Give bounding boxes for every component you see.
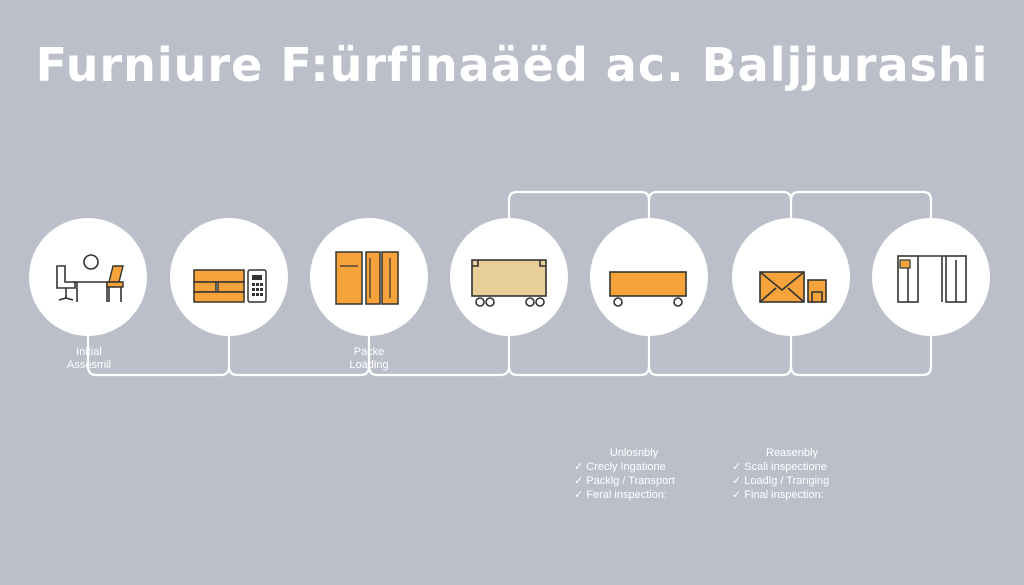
checklist-item: ✓ Crecly Ingatione — [574, 461, 666, 473]
label-packing-loading: Packe Loading — [324, 346, 414, 372]
checklist-heading: Reasenbly — [766, 447, 818, 459]
checklist-item: ✓ Scali inspectione — [732, 461, 827, 473]
step-cabinets — [170, 218, 288, 336]
step-assembly — [872, 218, 990, 336]
checklist-unassembly: Unlosnbly ✓ Crecly Ingatione ✓ Packlg / … — [574, 446, 694, 502]
checklist-heading: Unlosnbly — [609, 447, 659, 459]
step-initial-assessment — [29, 218, 147, 336]
checklist-item: ✓ Loadlg / Tranging — [732, 475, 830, 487]
check-icon: ✓ — [574, 475, 584, 487]
check-icon: ✓ — [574, 461, 584, 473]
check-icon: ✓ — [574, 489, 584, 501]
check-icon: ✓ — [732, 489, 742, 501]
label-packing-line2: Loading — [349, 359, 389, 371]
step-dolly — [450, 218, 568, 336]
furniture-cabinets-icon — [193, 269, 267, 303]
office-desk-chairs-icon — [56, 254, 124, 302]
step-delivery — [732, 218, 850, 336]
moving-truck-icon — [609, 271, 687, 307]
dolly-cart-icon — [471, 259, 547, 307]
page-title: Furniure F:ürfinaäëd ac. Baljjurashi — [35, 38, 989, 92]
wardrobe-assembly-icon — [897, 255, 967, 303]
label-initial-assessment: Initial Assesmil — [44, 346, 134, 372]
step-transport — [590, 218, 708, 336]
check-icon: ✓ — [732, 475, 742, 487]
label-packing-line1: Packe — [353, 346, 385, 358]
step-packing — [310, 218, 428, 336]
checklist-item: ✓ Packlg / Transport — [574, 475, 675, 487]
checklist-item: ✓ Final inspection: — [732, 489, 824, 501]
checklist-item: ✓ Feral inspection: — [574, 489, 667, 501]
checklist-reassembly: Reasenbly ✓ Scali inspectione ✓ Loadlg /… — [732, 446, 852, 502]
label-initial-line1: Initial — [76, 346, 102, 358]
label-initial-line2: Assesmil — [66, 359, 111, 371]
envelope-package-icon — [759, 271, 827, 303]
check-icon: ✓ — [732, 461, 742, 473]
packed-boxes-icon — [335, 251, 399, 305]
